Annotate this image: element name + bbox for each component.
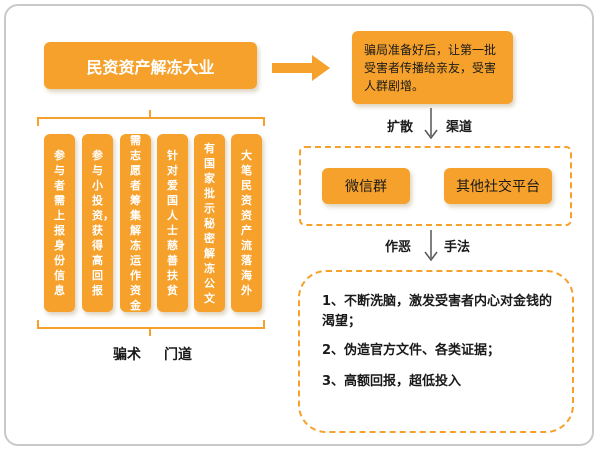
channel-wechat-label: 微信群 (345, 179, 387, 195)
bottom-label-b: 门道 (164, 347, 192, 363)
column-5: 有国家批示秘密解冻公文 (194, 134, 225, 312)
tactic-item-1: 1、不断洗脑，激发受害者内心对金钱的渴望； (322, 294, 553, 329)
tactic-item-2: 2、伪造官方文件、各类证据； (322, 343, 501, 358)
column-1-text: 参与者需上报身份信息 (54, 149, 65, 297)
column-3-text: 需志愿者筹集解冻运作资金 (130, 134, 141, 312)
channel-other: 其他社交平台 (444, 168, 552, 204)
down-arrow-icon (424, 230, 438, 262)
column-3: 需志愿者筹集解冻运作资金 (120, 134, 151, 312)
column-6: 大笔民资资产流落海外 (231, 134, 262, 312)
right-arrow-icon (272, 55, 330, 81)
column-1: 参与者需上报身份信息 (44, 134, 75, 312)
title-text: 民资资产解冻大业 (86, 57, 215, 77)
spread-label-b: 渠道 (446, 120, 473, 135)
spread-note-box: 骗局准备好后，让第一批受害者传播给亲友，受害人群剧增。 (352, 31, 513, 104)
tactic-label-a: 作恶 (385, 240, 412, 255)
top-bracket (37, 110, 265, 126)
tactic-label-b: 手法 (444, 240, 471, 255)
bottom-label-a: 骗术 (113, 347, 141, 363)
outer-frame (4, 4, 594, 446)
column-4: 针对爱国人士慈善扶贫 (157, 134, 188, 312)
channel-wechat: 微信群 (322, 168, 410, 204)
channel-other-label: 其他社交平台 (456, 179, 540, 195)
column-2-text: 参与小投资，获得高回报 (92, 149, 114, 297)
channels-box (299, 146, 572, 226)
tactic-item-3: 3、高额回报，超低投入 (322, 374, 462, 389)
bottom-bracket (37, 320, 265, 336)
tactics-box (298, 270, 574, 433)
spread-note-text: 骗局准备好后，让第一批受害者传播给亲友，受害人群剧增。 (364, 43, 497, 93)
down-arrow-icon (424, 108, 438, 140)
title-box: 民资资产解冻大业 (44, 42, 257, 89)
column-2: 参与小投资，获得高回报 (82, 134, 114, 312)
column-6-text: 大笔民资资产流落海外 (241, 149, 252, 297)
spread-label-a: 扩散 (387, 120, 414, 135)
column-5-text: 有国家批示秘密解冻公文 (204, 141, 215, 305)
column-4-text: 针对爱国人士慈善扶贫 (167, 149, 178, 297)
